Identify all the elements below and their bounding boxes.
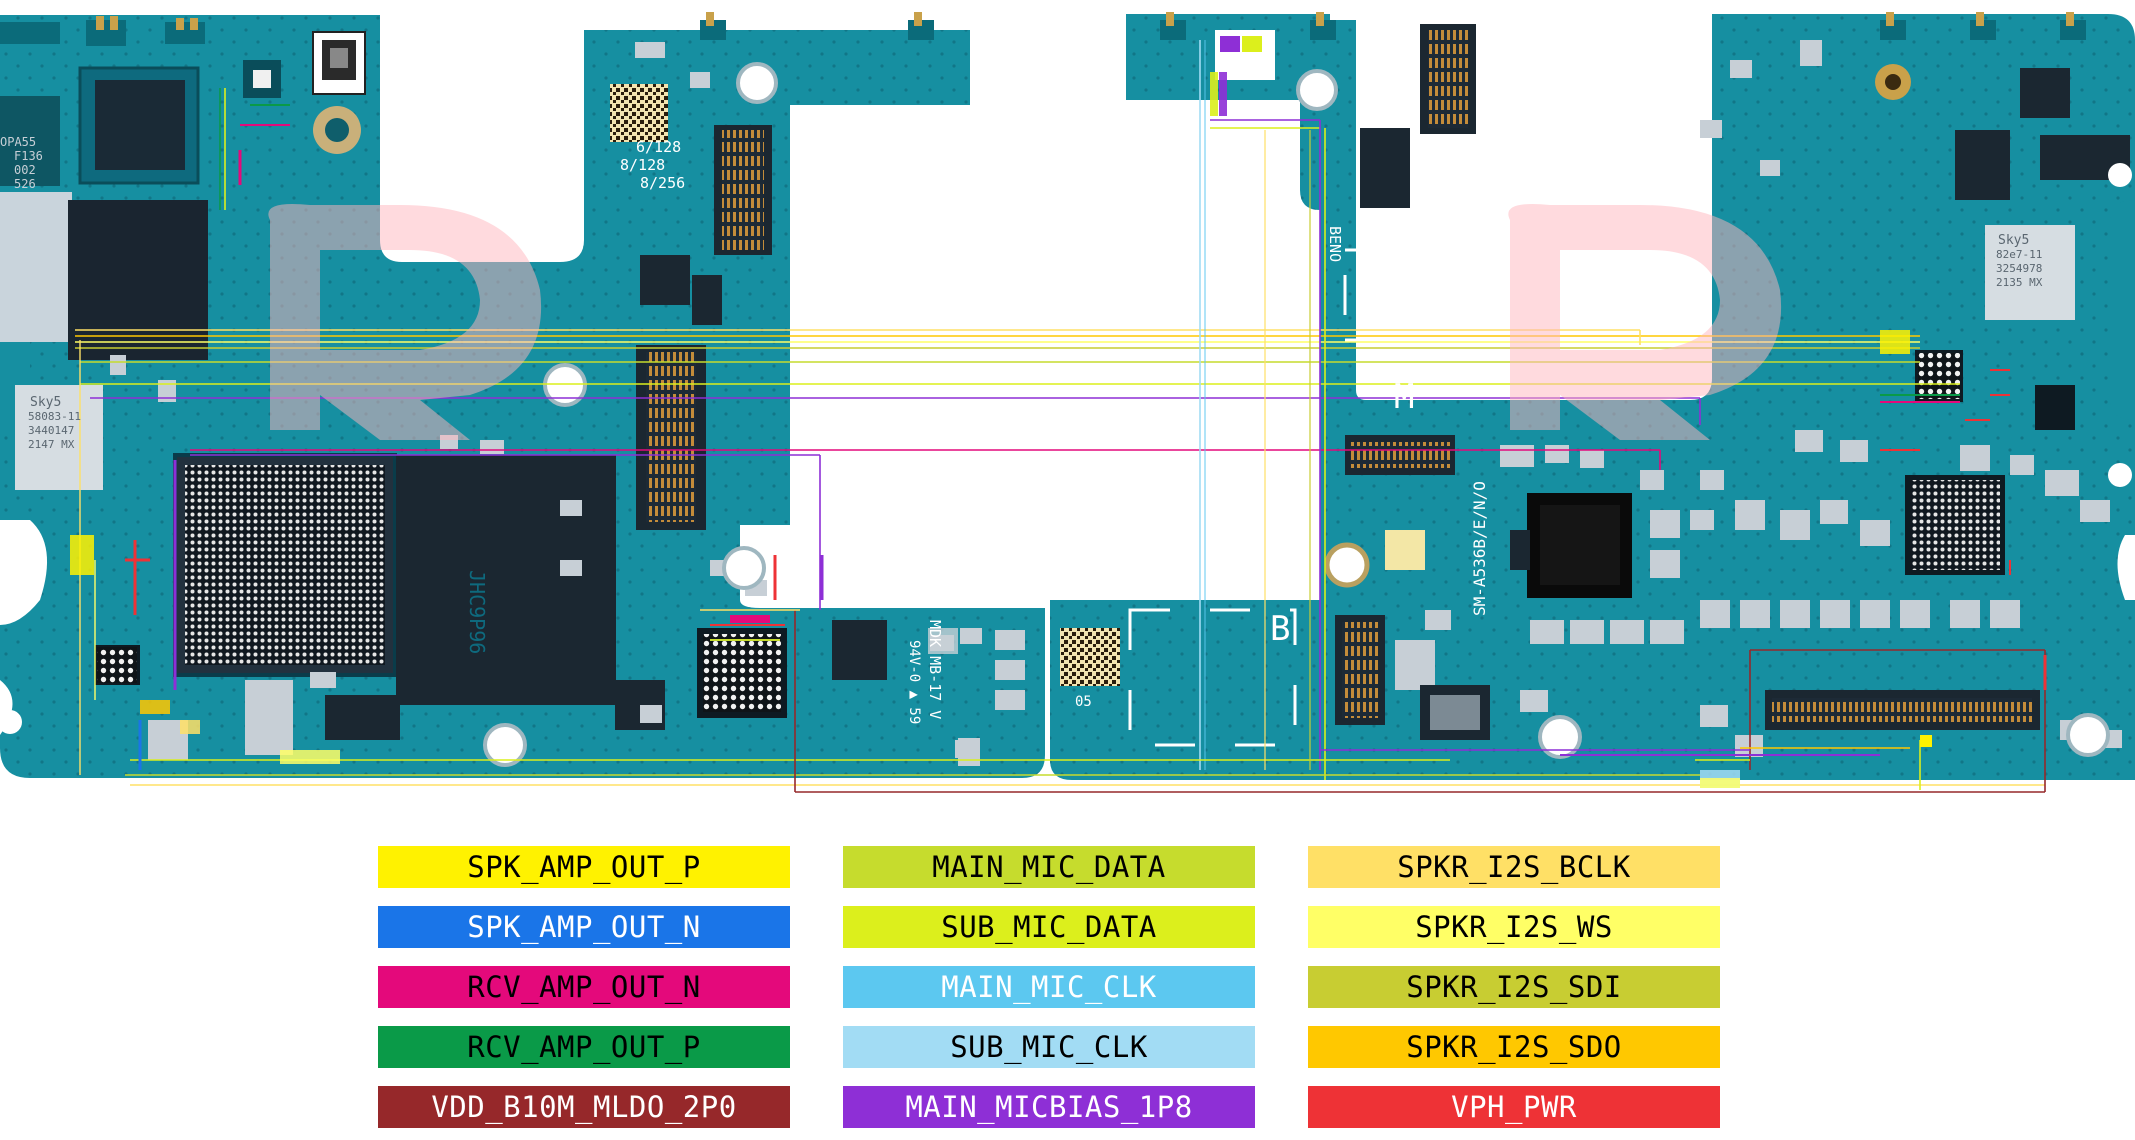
code-05: 05 xyxy=(1075,694,1092,710)
legend-item-spk-amp-out-p: SPK_AMP_OUT_P xyxy=(378,846,790,888)
opa-line2: F136 xyxy=(14,149,43,163)
sky-right-line3: 2135 MX xyxy=(1996,276,2043,289)
sky-left-line2: 3440147 xyxy=(28,424,74,437)
watermark-logo xyxy=(268,204,1782,440)
legend-item-main-micbias-1p8: MAIN_MICBIAS_1P8 xyxy=(843,1086,1255,1128)
legend-item-spkr-i2s-sdi: SPKR_I2S_SDI xyxy=(1308,966,1720,1008)
ram-1: 6/128 xyxy=(636,138,681,156)
marker-m: M xyxy=(1394,377,1414,417)
legend-item-vph-pwr: VPH_PWR xyxy=(1308,1086,1720,1128)
mdk-text: MDK MB-17 V xyxy=(926,620,944,719)
mdk-text-2: 94V-0 ▲ 59 xyxy=(906,640,922,724)
ram-3: 8/256 xyxy=(640,174,685,192)
legend-item-sub-mic-clk: SUB_MIC_CLK xyxy=(843,1026,1255,1068)
legend-item-spkr-i2s-sdo: SPKR_I2S_SDO xyxy=(1308,1026,1720,1068)
opa-line1: OPA55 xyxy=(0,135,36,149)
legend-item-spkr-i2s-ws: SPKR_I2S_WS xyxy=(1308,906,1720,948)
legend-item-vdd-b10m-mldo-2p0: VDD_B10M_MLDO_2P0 xyxy=(378,1086,790,1128)
board-right xyxy=(1050,12,2135,780)
sky-left-line3: 2147 MX xyxy=(28,438,75,451)
ram-2: 8/128 xyxy=(620,156,665,174)
legend-item-spkr-i2s-bclk: SPKR_I2S_BCLK xyxy=(1308,846,1720,888)
opa-line3: 002 xyxy=(14,163,36,177)
model-text: SM-A536B/E/N/O xyxy=(1470,481,1489,616)
beno-text: BENO xyxy=(1326,226,1344,262)
sky-right-line1: 82e7-11 xyxy=(1996,248,2042,261)
legend-item-main-mic-data: MAIN_MIC_DATA xyxy=(843,846,1255,888)
sky-right-brand: Sky5 xyxy=(1998,233,2029,248)
highlight-pads xyxy=(70,72,1932,788)
marker-b: B xyxy=(1270,609,1290,649)
legend-item-rcv-amp-out-n: RCV_AMP_OUT_N xyxy=(378,966,790,1008)
svg-text:JHC9P96: JHC9P96 xyxy=(465,570,489,654)
board-left: JHC9P96 xyxy=(0,12,1045,778)
legend-item-spk-amp-out-n: SPK_AMP_OUT_N xyxy=(378,906,790,948)
sky-right-line2: 3254978 xyxy=(1996,262,2042,275)
opa-line4: 526 xyxy=(14,177,36,191)
board-labels: Sky5 58083-11 3440147 2147 MX Sky5 82e7-… xyxy=(0,135,2043,724)
legend-item-rcv-amp-out-p: RCV_AMP_OUT_P xyxy=(378,1026,790,1068)
legend-item-main-mic-clk: MAIN_MIC_CLK xyxy=(843,966,1255,1008)
legend-item-sub-mic-data: SUB_MIC_DATA xyxy=(843,906,1255,948)
sky-left-brand: Sky5 xyxy=(30,395,61,410)
pcb-board-diagram: JHC9P96 xyxy=(0,12,2135,793)
sky-left-line1: 58083-11 xyxy=(28,410,81,423)
